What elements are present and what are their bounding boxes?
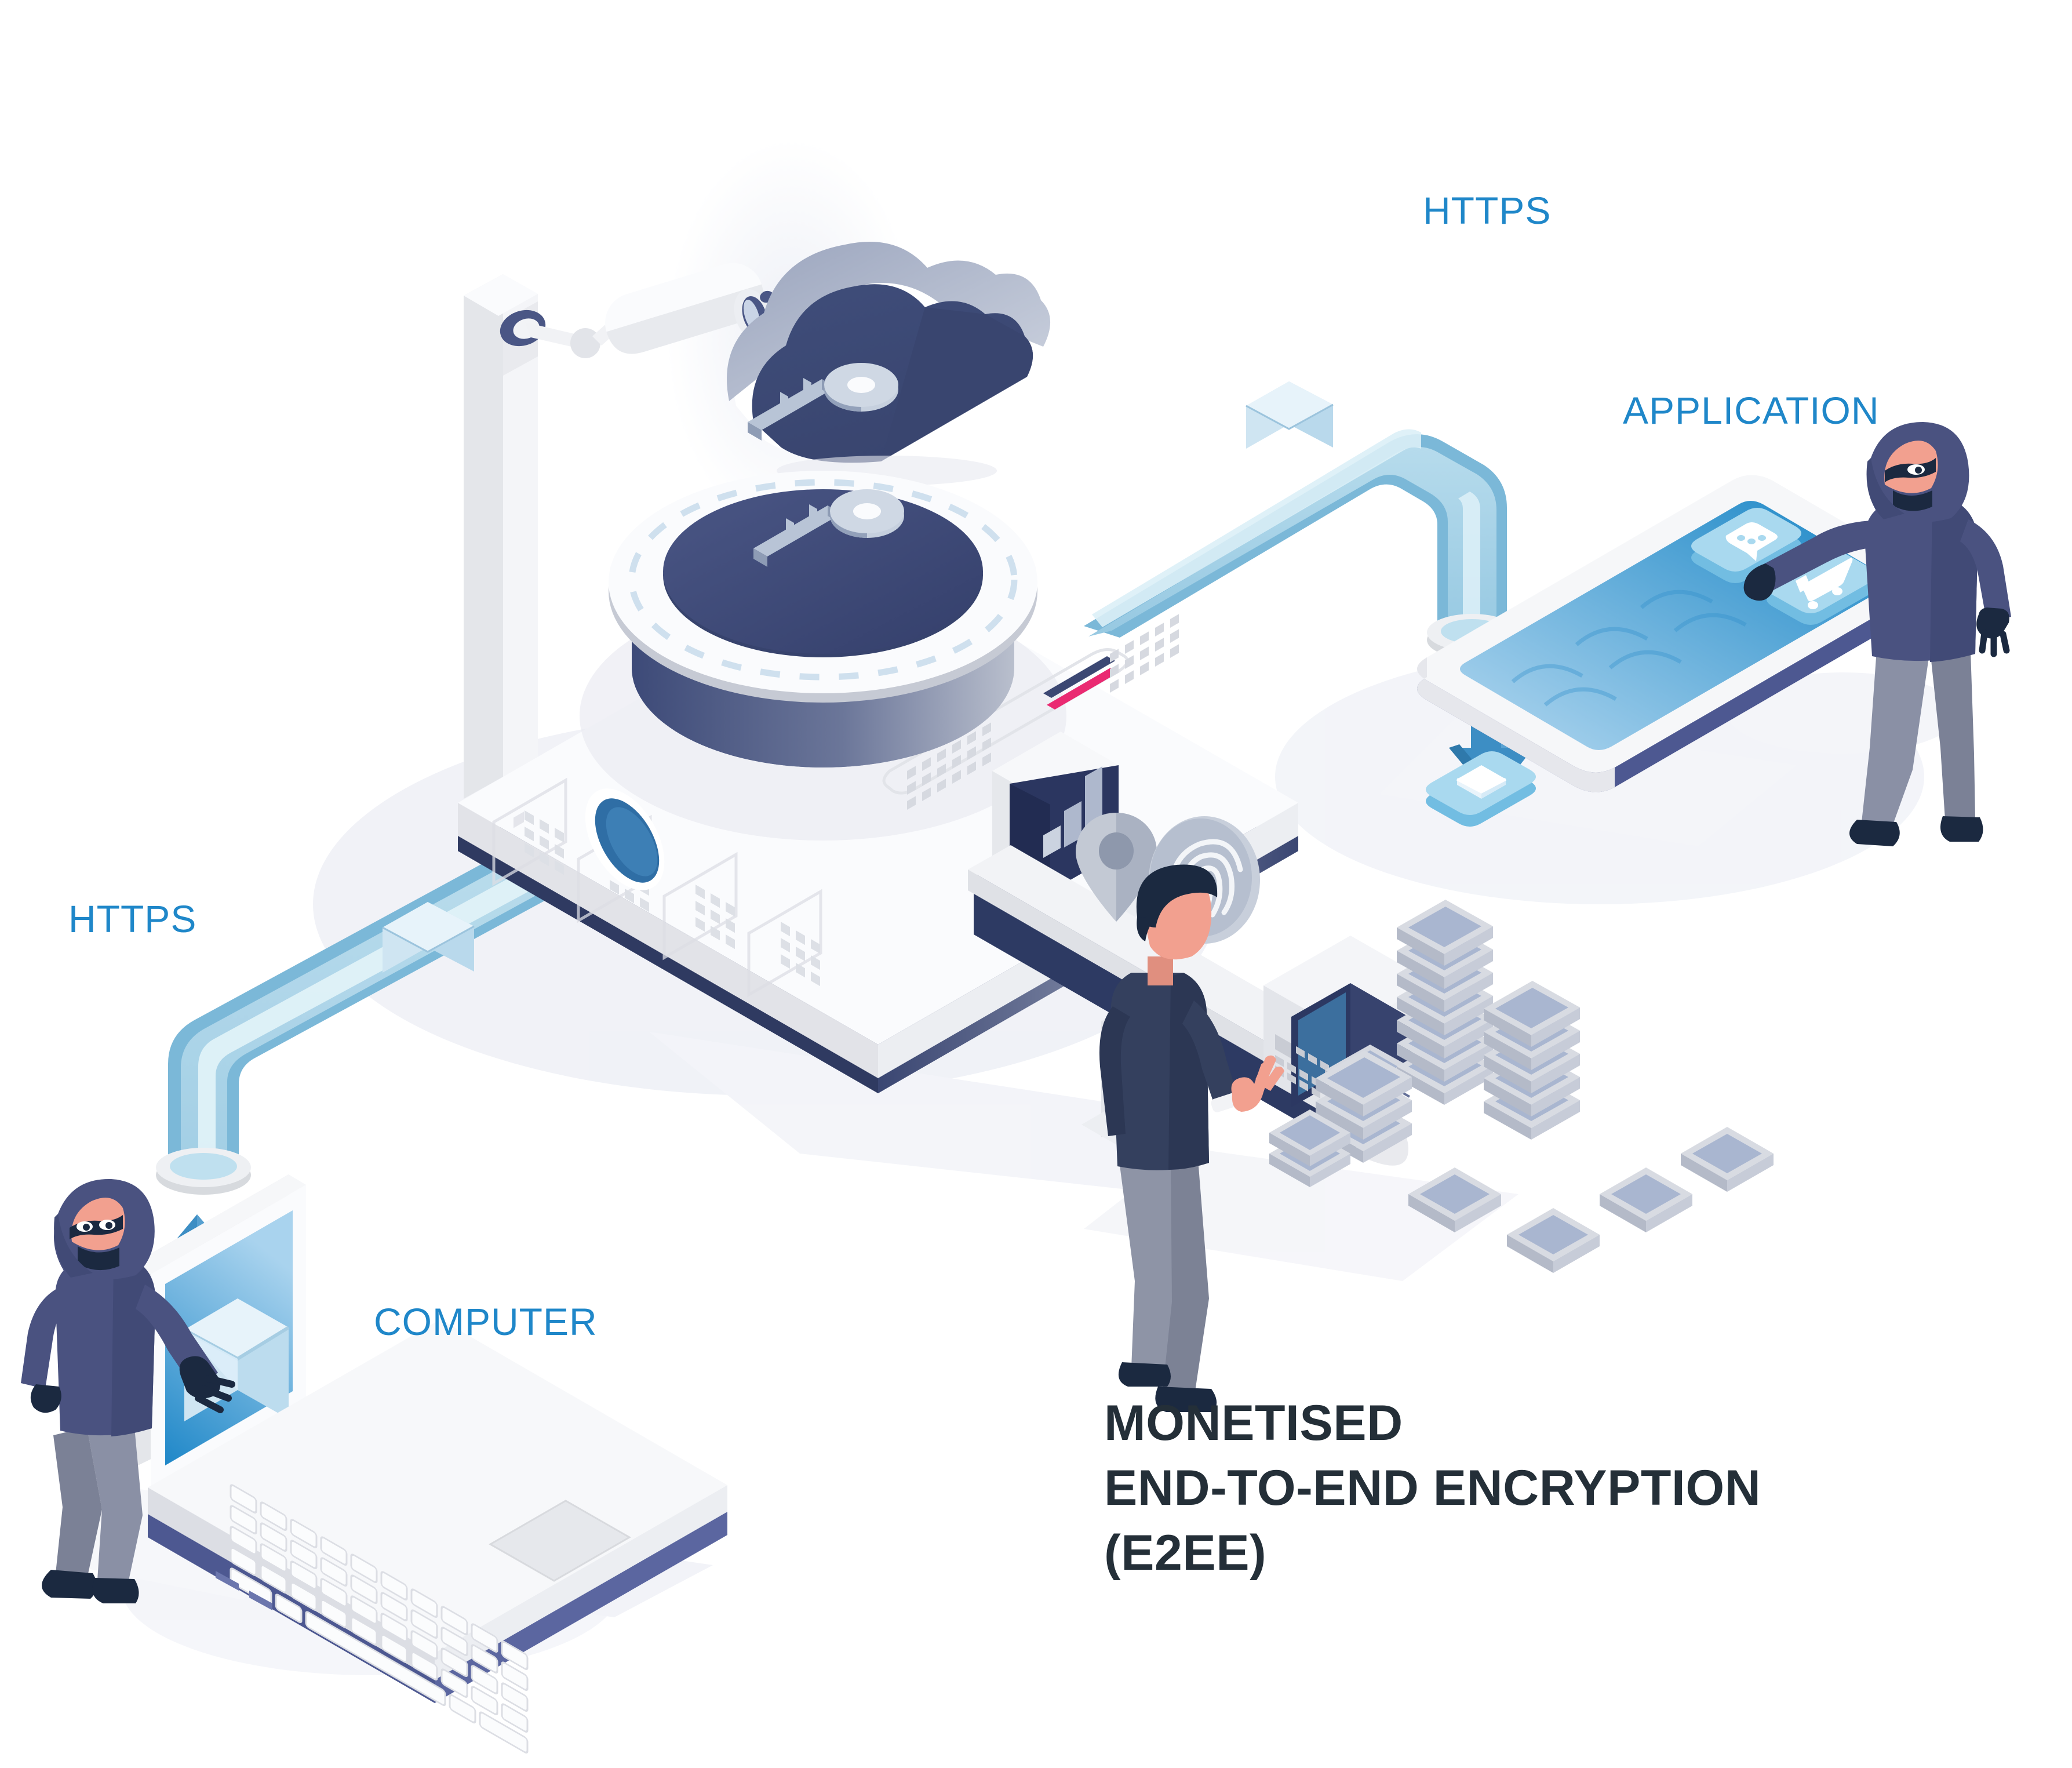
label-application: APPLICATION	[1623, 389, 1880, 432]
server-indicator-panel	[882, 614, 1179, 810]
pipe-envelope-right	[1246, 381, 1334, 449]
hacker-at-laptop	[21, 1178, 235, 1603]
security-camera	[464, 263, 774, 799]
https-pipe-right	[1084, 381, 1517, 659]
mail-icon	[1426, 751, 1536, 827]
money-stacks	[1269, 900, 1774, 1273]
page-title: MONETISED END-TO-END ENCRYPTION (E2EE)	[1104, 1395, 1761, 1581]
pipe-collar-left	[156, 1148, 251, 1195]
chat-icon	[1691, 508, 1801, 583]
shopping-cart-icon	[1767, 550, 1877, 625]
label-https-left: HTTPS	[68, 897, 197, 940]
encryption-keys	[748, 363, 904, 567]
laptop-keyboard	[230, 1484, 529, 1754]
server-vault-cylinder	[609, 471, 1037, 767]
vault-dashed-ring	[628, 479, 1018, 681]
label-computer: COMPUTER	[374, 1300, 598, 1343]
hacker-at-smartphone	[1743, 422, 2011, 846]
location-pin-icon	[1076, 813, 1157, 922]
label-https-top: HTTPS	[1423, 189, 1552, 232]
standing-person	[1099, 864, 1284, 1412]
server-pipe-port	[585, 788, 665, 890]
pipe-envelope-left	[382, 902, 475, 973]
laptop-computer	[133, 1174, 727, 1754]
